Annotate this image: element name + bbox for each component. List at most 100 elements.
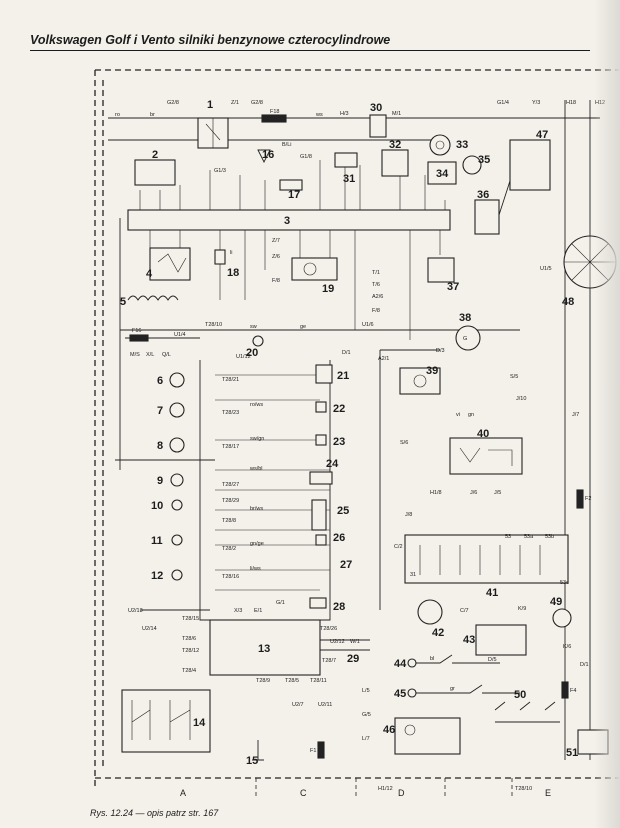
connector-label: G1/3 bbox=[214, 168, 226, 174]
connector-label: J/7 bbox=[572, 412, 579, 418]
section-letter: E bbox=[545, 788, 551, 798]
component-number: 22 bbox=[333, 403, 345, 415]
component-number: 23 bbox=[333, 436, 345, 448]
connector-labels-relay: S/6 H1/8 J/6 J/5 J/8 C/2 C/7 K/9 K/6 D/1… bbox=[128, 440, 589, 792]
component-36 bbox=[474, 199, 500, 235]
connector-label: T28/8 bbox=[222, 518, 236, 524]
connector-label: D/5 bbox=[488, 657, 497, 663]
connector-label: G1/8 bbox=[300, 154, 312, 160]
component-number: 11 bbox=[151, 535, 163, 547]
module-2 bbox=[134, 159, 176, 186]
component-number: 30 bbox=[370, 102, 382, 114]
connector-label: F/8 bbox=[272, 278, 280, 284]
sensors-right bbox=[309, 364, 333, 609]
connector-label: U2/14 bbox=[142, 626, 157, 632]
connector-labels-instrument: T28/21 T28/23 T28/17 T28/27 T28/29 T28/8… bbox=[182, 377, 337, 684]
connector-label: U1/6 bbox=[362, 322, 374, 328]
component-51 bbox=[577, 729, 609, 755]
sensor-16 bbox=[257, 149, 271, 164]
component-number: 1 bbox=[207, 99, 213, 111]
component-47 bbox=[509, 139, 551, 191]
component-number: 48 bbox=[562, 296, 574, 308]
connector-label: C/7 bbox=[460, 608, 469, 614]
component-number: 3 bbox=[284, 215, 290, 227]
wire-color: gn bbox=[468, 412, 474, 418]
component-number: 21 bbox=[337, 370, 349, 382]
connector-label: S/5 bbox=[510, 374, 518, 380]
component-number: 7 bbox=[157, 405, 163, 417]
switch-44 bbox=[412, 654, 500, 664]
connector-label: W/1 bbox=[350, 639, 360, 645]
connector-label: J/10 bbox=[516, 396, 526, 402]
svg-text:G: G bbox=[463, 336, 467, 342]
component-32 bbox=[381, 149, 409, 177]
connector-label: T28/11 bbox=[310, 678, 327, 684]
marking-label: 53c bbox=[560, 580, 569, 586]
connector-label: T/1 bbox=[372, 270, 380, 276]
connector-label: T28/12 bbox=[182, 648, 199, 654]
component-37 bbox=[427, 257, 455, 283]
connector-label: S/6 bbox=[400, 440, 408, 446]
component-number: 49 bbox=[550, 596, 562, 608]
marking-label: M/S bbox=[130, 352, 140, 358]
fuse-label: F4 bbox=[570, 688, 576, 694]
connector-label: Z/1 bbox=[231, 100, 239, 106]
figure-caption: Rys. 12.24 — opis patrz str. 167 bbox=[90, 808, 219, 818]
connector-label: T28/27 bbox=[222, 482, 239, 488]
connector-label: U2/12 bbox=[330, 639, 345, 645]
component-number: 12 bbox=[151, 570, 163, 582]
component-number: 5 bbox=[120, 296, 126, 308]
connector-label: U2/11 bbox=[318, 702, 332, 708]
fuse-labels: F18 F16 F2 F4 F1 bbox=[132, 109, 591, 754]
component-number: 31 bbox=[343, 173, 355, 185]
wire-color: br bbox=[150, 112, 155, 118]
component-30 bbox=[369, 114, 387, 138]
component-number: 4 bbox=[146, 268, 153, 280]
section-dividers bbox=[255, 778, 513, 798]
component-number: 32 bbox=[389, 139, 401, 151]
connector-label: T28/10 bbox=[515, 786, 532, 792]
component-number: 27 bbox=[340, 559, 352, 571]
component-number: 41 bbox=[486, 587, 498, 599]
motor-19 bbox=[291, 257, 338, 281]
wire-color: ws/bl bbox=[249, 466, 263, 472]
combination-switch-41 bbox=[404, 534, 569, 584]
connector-label: J/8 bbox=[405, 512, 412, 518]
fuse-label: F16 bbox=[132, 328, 141, 334]
component-number: 50 bbox=[514, 689, 526, 701]
section-letter: D bbox=[398, 788, 405, 798]
component-number: 20 bbox=[246, 347, 258, 359]
bus-lines bbox=[108, 100, 600, 760]
component-31 bbox=[334, 152, 358, 168]
component-number: 2 bbox=[152, 149, 158, 161]
component-number: 33 bbox=[456, 139, 468, 151]
connector-label: J/5 bbox=[494, 490, 501, 496]
coil-5 bbox=[127, 295, 179, 301]
component-number: 19 bbox=[322, 283, 334, 295]
component-20 bbox=[252, 335, 264, 347]
connector-label: T28/5 bbox=[285, 678, 299, 684]
connector-label: U1/5 bbox=[540, 266, 552, 272]
component-17 bbox=[279, 179, 303, 191]
connector-label: T28/21 bbox=[222, 377, 239, 383]
component-number: 14 bbox=[193, 717, 206, 729]
component-number: 6 bbox=[157, 375, 163, 387]
connector-label: L/5 bbox=[362, 688, 370, 694]
marking-label: G/1 bbox=[276, 600, 285, 606]
connector-label: U1/4 bbox=[174, 332, 186, 338]
connector-label: G1/4 bbox=[497, 100, 509, 106]
component-number: 35 bbox=[478, 154, 490, 166]
marking-labels: M/S X/L Q/L X/3 E/1 G/1 31 53 53a 53b 53… bbox=[130, 352, 569, 614]
component-15 bbox=[252, 740, 264, 761]
marking-label: E/1 bbox=[254, 608, 262, 614]
wire-color: ws bbox=[315, 112, 323, 118]
connector-label: Z/6 bbox=[272, 254, 280, 260]
wire-color: br/ws bbox=[250, 506, 263, 512]
component-35 bbox=[462, 155, 482, 175]
fuse-f2 bbox=[576, 489, 584, 509]
module-40 bbox=[449, 437, 523, 475]
module-46 bbox=[394, 717, 461, 755]
component-number: 46 bbox=[383, 724, 395, 736]
connector-label: U2/7 bbox=[292, 702, 304, 708]
component-number: 39 bbox=[426, 365, 438, 377]
